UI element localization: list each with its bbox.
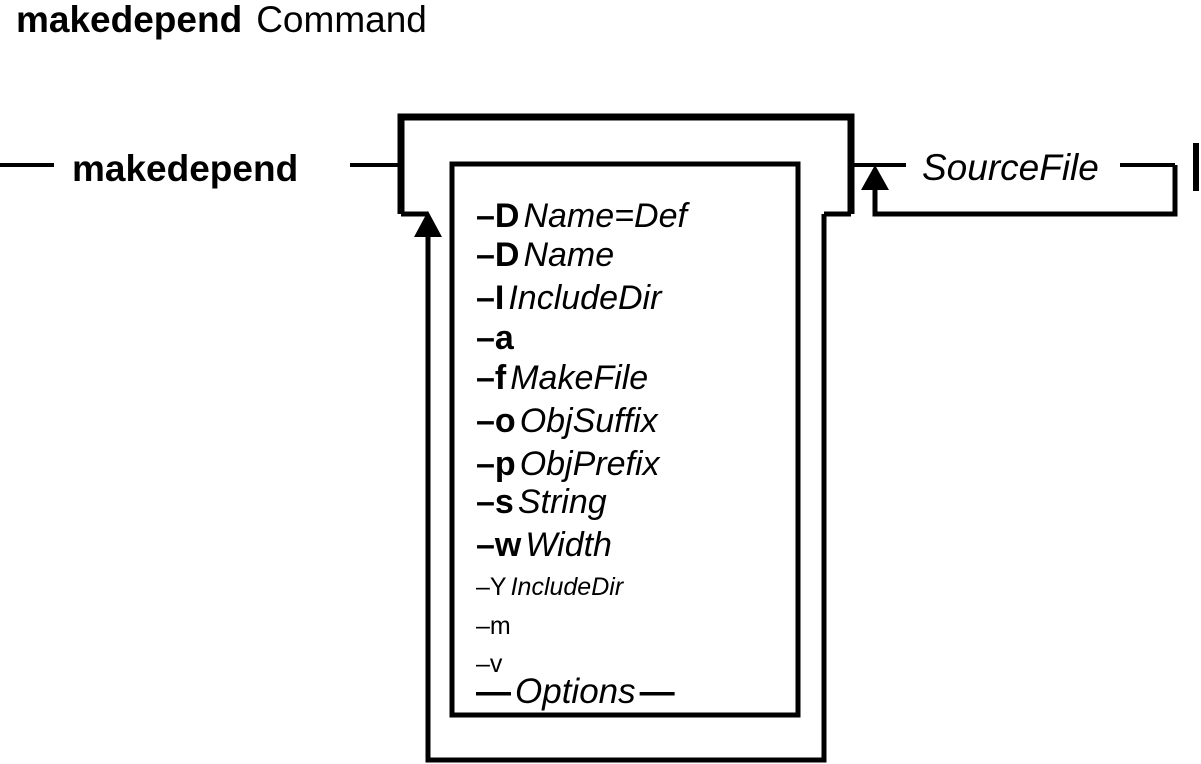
option-flag: –w: [476, 526, 522, 564]
sourcefile-argument: SourceFile: [922, 147, 1099, 188]
option-item: –v: [476, 650, 503, 678]
title-suffix: Command: [256, 0, 427, 40]
repeat-arrow-options-icon: [414, 211, 442, 237]
option-flag: –m: [476, 612, 511, 640]
option-argument: ObjSuffix: [520, 402, 659, 440]
option-argument: Width: [525, 526, 612, 564]
diagram-title: makedepend Command: [16, 0, 427, 40]
option-item: –m: [476, 612, 511, 640]
option-flag: –D: [476, 197, 519, 235]
option-item: –a: [476, 319, 515, 357]
option-argument: MakeFile: [510, 359, 648, 397]
options-trail-dash: —: [640, 672, 675, 711]
option-argument: IncludeDir: [508, 279, 663, 317]
sourcefile-repeat-loop: [872, 165, 1178, 217]
option-flag: –o: [476, 402, 516, 440]
options-label: Options: [515, 672, 636, 711]
title-command: makedepend: [16, 0, 242, 40]
options-lead-dash: —: [476, 672, 511, 711]
options-box: [449, 161, 801, 718]
option-flag: –D: [476, 236, 519, 274]
option-argument: Name=Def: [523, 197, 690, 235]
option-argument: IncludeDir: [511, 573, 625, 601]
option-flag: –a: [476, 319, 515, 357]
option-argument: ObjPrefix: [520, 445, 661, 483]
option-flag: –Y: [476, 573, 507, 601]
option-flag: –I: [476, 279, 504, 317]
option-flag: –f: [476, 359, 507, 397]
option-flag: –p: [476, 445, 516, 483]
options-repeat-loop: [425, 214, 827, 763]
options-reference: —Options—: [476, 672, 675, 711]
option-flag: –v: [476, 650, 503, 678]
option-argument: String: [518, 483, 607, 521]
command-name: makedepend: [72, 148, 298, 189]
option-argument: Name: [523, 236, 614, 274]
option-flag: –s: [476, 483, 514, 521]
repeat-arrow-sourcefile-icon: [861, 165, 889, 190]
